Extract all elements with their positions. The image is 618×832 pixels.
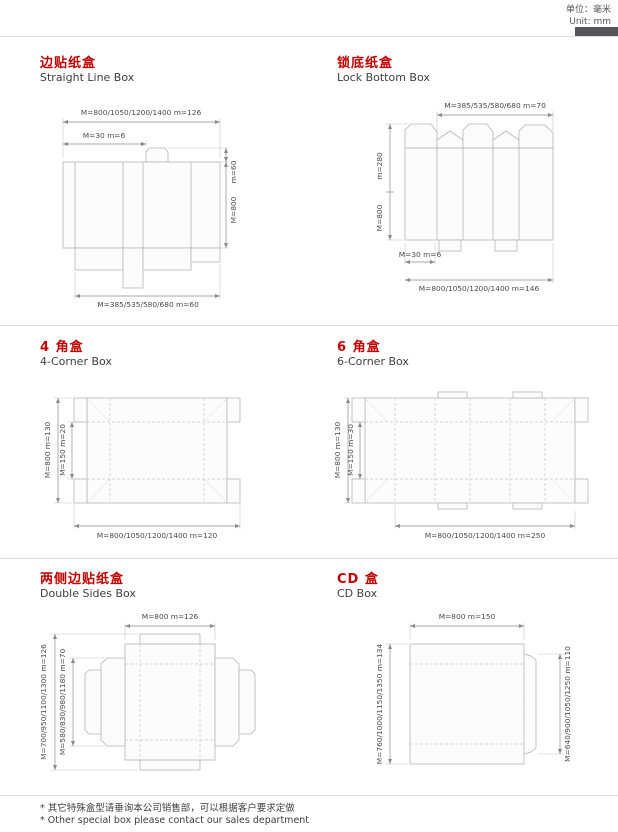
cd-box-diagram: M=800 m=150 M=760/1000/1150/1350 m=134 M… <box>375 612 572 765</box>
dim-label-side-lower: M=800 <box>375 204 384 231</box>
double-sides-box-diagram: M=800 m=126 M=700/950/1100/1300 m=126 M=… <box>39 612 256 771</box>
straight-line-box-dimensions: M=800/1050/1200/1400 m=126 M=30 m=6 m=60… <box>62 108 238 309</box>
dim-label-left-inner: M=580/830/980/1180 m=70 <box>58 649 67 756</box>
straight-line-box-title-en: Straight Line Box <box>40 71 135 84</box>
unit-label-cn: 单位：毫米 <box>565 5 611 15</box>
dim-label-side-upper: m=280 <box>375 152 384 180</box>
double-sides-box-title-en: Double Sides Box <box>40 587 136 600</box>
six-corner-box-diagram: M=800 m=130 M=150 m=30 M=800/1050/1200/1… <box>333 391 589 540</box>
cd-box-outline <box>409 643 537 765</box>
dim-label-side-flap: m=60 <box>229 160 238 183</box>
cd-box-dimensions: M=800 m=150 M=760/1000/1150/1350 m=134 M… <box>375 612 572 765</box>
lock-bottom-box-dimensions: M=385/535/580/680 m=70 m=280 M=800 M=30 … <box>375 101 554 293</box>
dim-label-side-body: M=800 <box>229 196 238 223</box>
straight-line-box-title-cn: 边贴纸盒 <box>40 56 97 71</box>
lock-bottom-box-outline <box>404 123 554 252</box>
divider-row2 <box>0 558 618 559</box>
dim-label-left: M=760/1000/1150/1350 m=134 <box>375 643 384 764</box>
dim-label-top: M=800/1050/1200/1400 m=126 <box>81 108 202 117</box>
dim-label-bottom: M=800/1050/1200/1400 m=146 <box>419 284 540 293</box>
double-sides-box-dimensions: M=800 m=126 M=700/950/1100/1300 m=126 M=… <box>39 612 216 771</box>
dim-label-left-inner: M=150 m=20 <box>58 424 67 476</box>
footnote-en: * Other special box please contact our s… <box>40 815 310 826</box>
straight-line-box-diagram: M=800/1050/1200/1400 m=126 M=30 m=6 m=60… <box>62 108 238 309</box>
dim-label-top: M=385/535/580/680 m=70 <box>444 101 546 110</box>
double-sides-box-outline <box>84 633 256 771</box>
dim-label-bottom: M=800/1050/1200/1400 m=120 <box>97 531 218 540</box>
unit-label-en: Unit: mm <box>569 17 611 27</box>
dim-label-flap: M=30 m=6 <box>83 131 126 140</box>
six-corner-box-title-en: 6-Corner Box <box>337 355 409 368</box>
straight-line-box-outline <box>62 147 221 289</box>
dim-label-bottom: M=385/535/580/680 m=60 <box>97 300 199 309</box>
six-corner-box-title-cn: 6 角盒 <box>337 340 381 355</box>
four-corner-box-title-en: 4-Corner Box <box>40 355 112 368</box>
unit-label: 单位：毫米 Unit: mm <box>566 4 611 28</box>
divider-top <box>0 36 618 37</box>
double-sides-box-title-cn: 两侧边贴纸盒 <box>40 572 125 587</box>
lock-bottom-box-title-en: Lock Bottom Box <box>337 71 430 84</box>
lock-bottom-box-title-cn: 锁底纸盒 <box>337 56 394 71</box>
cd-box-title-en: CD Box <box>337 587 378 600</box>
four-corner-box-outline <box>73 397 241 504</box>
dim-label-top: M=800 m=126 <box>142 612 199 621</box>
cd-box-title-cn: CD 盒 <box>337 572 379 587</box>
dim-label-left-outer: M=800 m=130 <box>43 421 52 478</box>
lock-bottom-box-diagram: M=385/535/580/680 m=70 m=280 M=800 M=30 … <box>375 101 554 293</box>
dim-label-glue: M=30 m=6 <box>399 250 442 259</box>
dim-label-left-outer: M=800 m=130 <box>333 421 342 478</box>
dim-label-bottom: M=800/1050/1200/1400 m=250 <box>425 531 546 540</box>
four-corner-box-dimensions: M=800 m=130 M=150 m=20 M=800/1050/1200/1… <box>43 397 241 540</box>
dim-label-left-inner: M=150 m=30 <box>346 424 355 476</box>
divider-row1 <box>0 325 618 326</box>
four-corner-box-diagram: M=800 m=130 M=150 m=20 M=800/1050/1200/1… <box>43 397 241 540</box>
divider-row3 <box>0 795 618 796</box>
six-corner-box-dimensions: M=800 m=130 M=150 m=30 M=800/1050/1200/1… <box>333 397 576 540</box>
dim-label-right: M=640/900/1050/1250 m=110 <box>563 646 572 762</box>
four-corner-box-title-cn: 4 角盒 <box>40 340 84 355</box>
six-corner-box-outline <box>351 391 589 510</box>
unit-accent-bar <box>575 27 618 36</box>
dim-label-top: M=800 m=150 <box>439 612 496 621</box>
footnote-cn: * 其它特殊盒型请垂询本公司销售部，可以根据客户要求定做 <box>40 803 295 814</box>
dim-label-left-outer: M=700/950/1100/1300 m=126 <box>39 644 48 760</box>
